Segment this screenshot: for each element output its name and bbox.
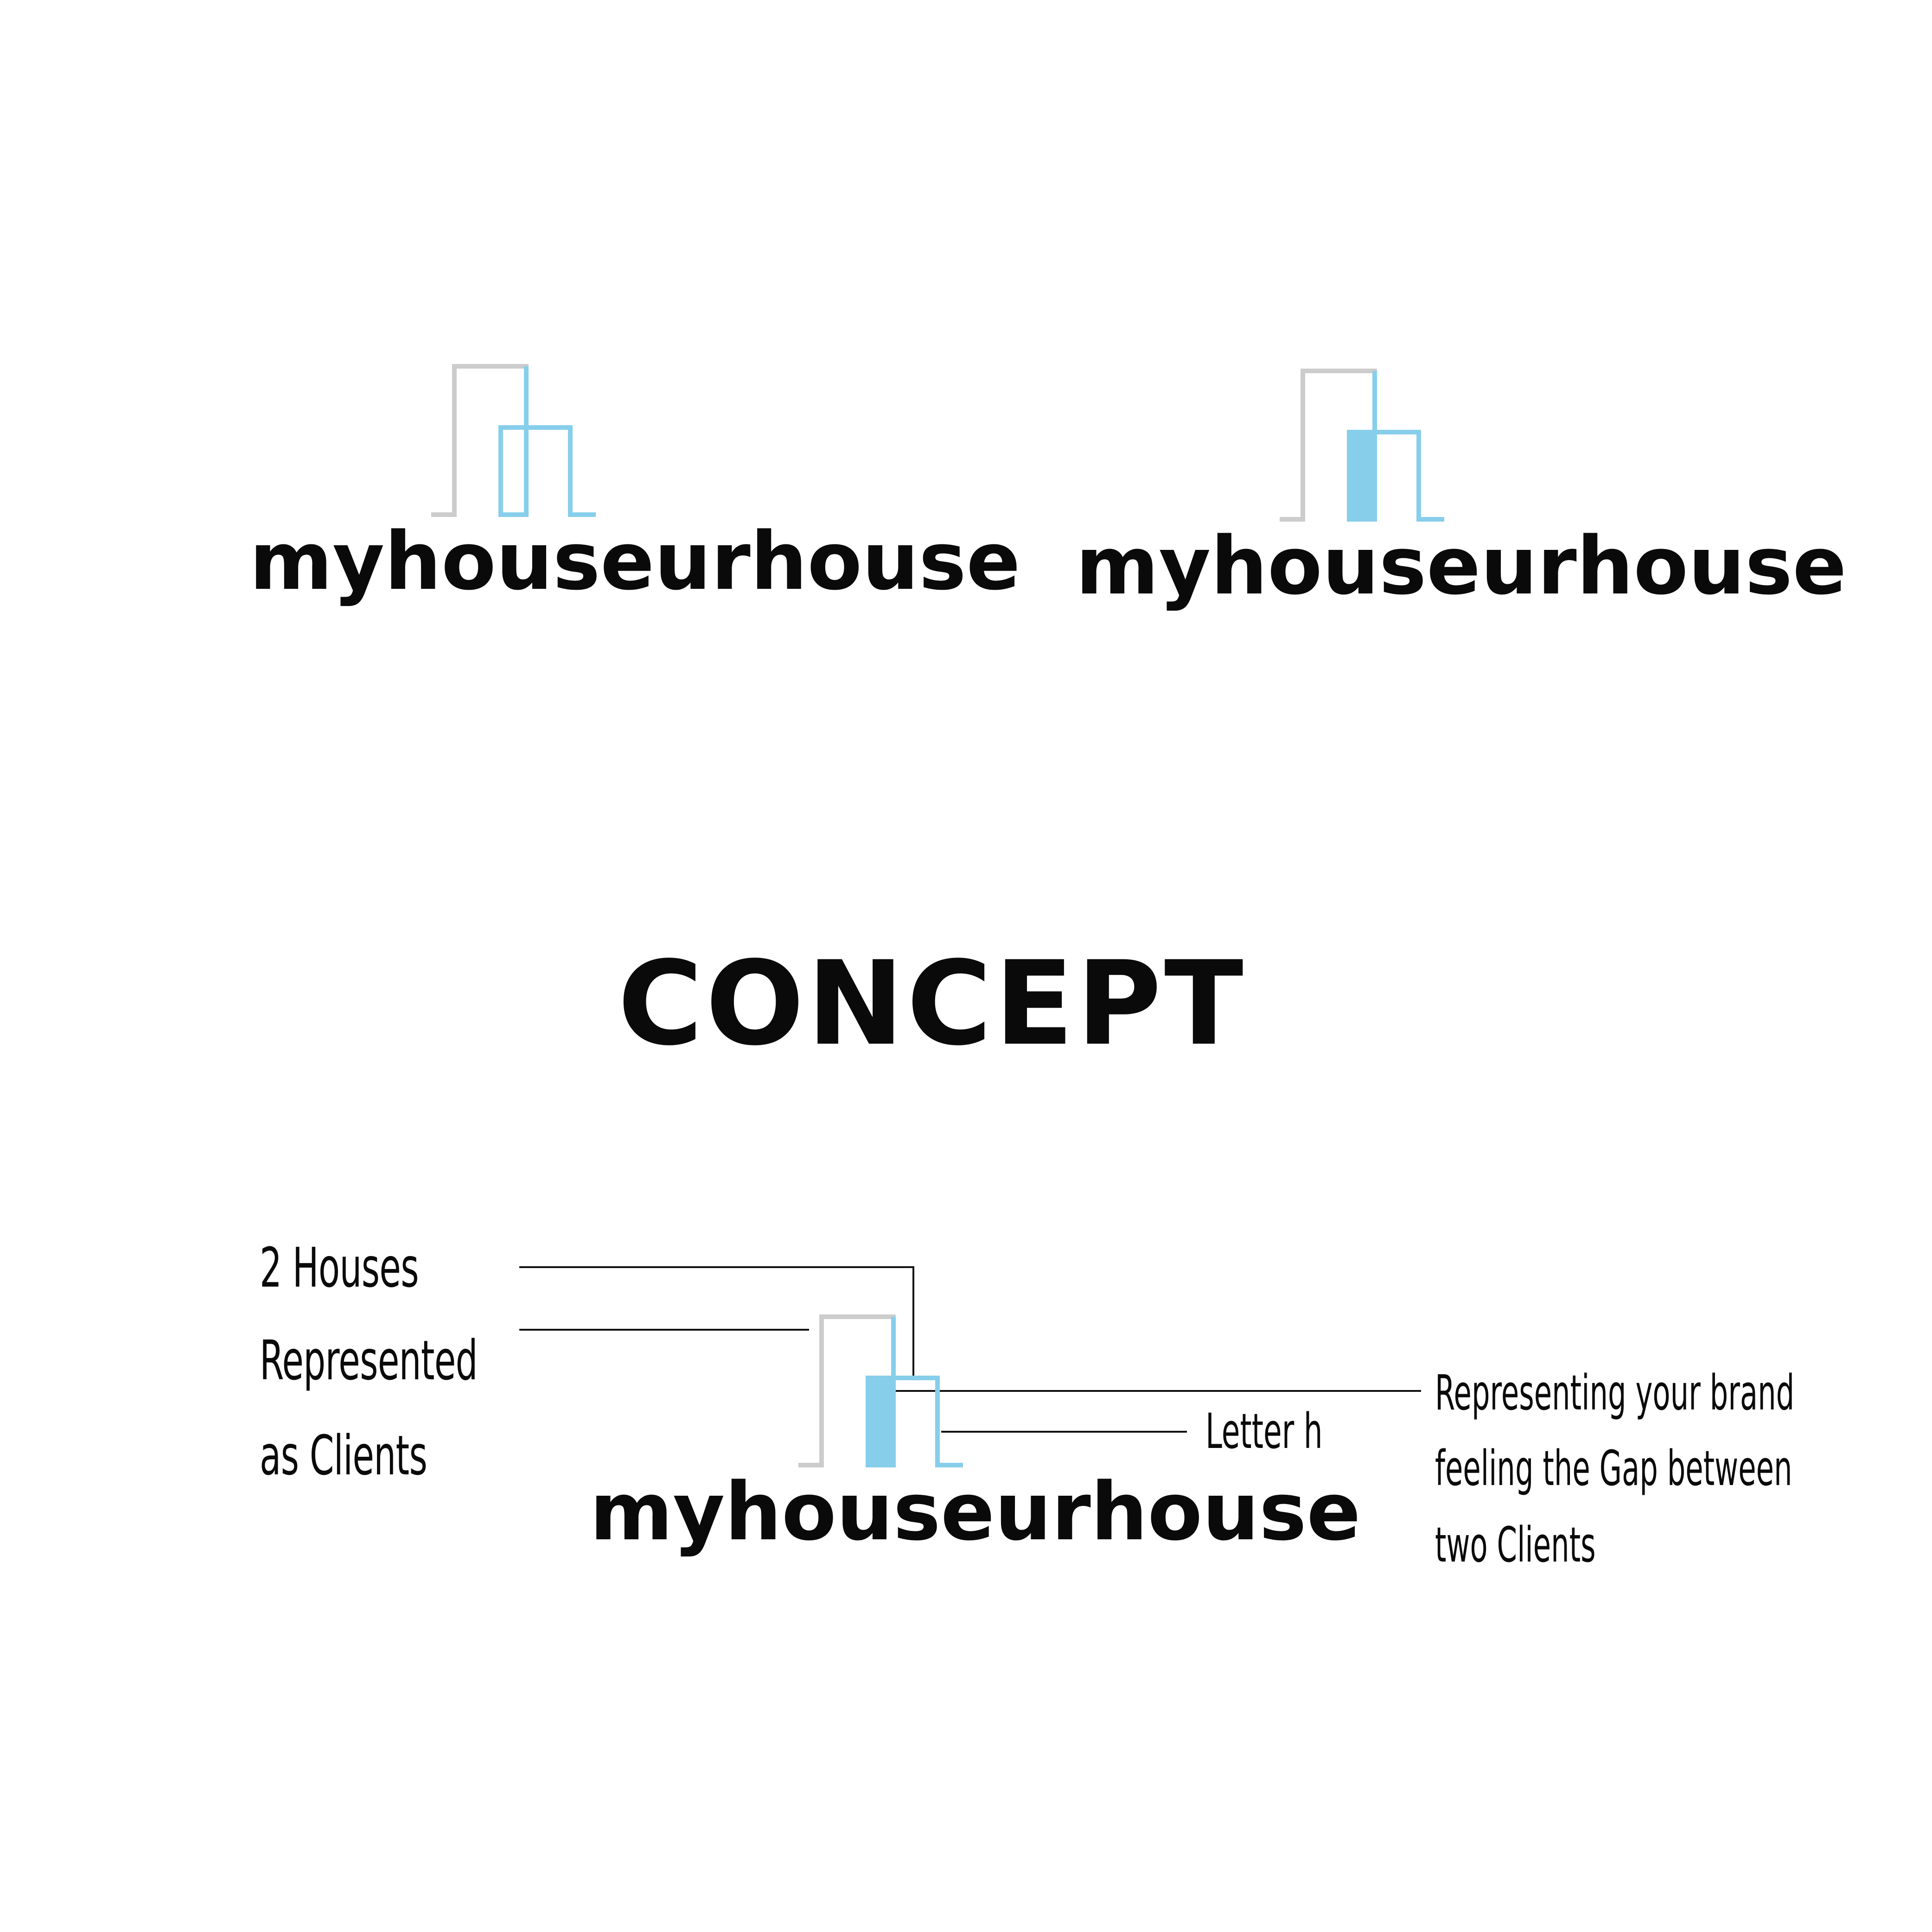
annotation-brand-line-3: two Clients <box>1435 1517 1596 1573</box>
concept-logo-mark <box>798 1314 963 1467</box>
leader-line-2-houses <box>519 1266 914 1379</box>
annotation-as-clients: as Clients <box>260 1423 427 1487</box>
logo-wordmark: myhouseurhouse <box>1076 519 1847 612</box>
logo-mark-filled <box>1280 369 1444 522</box>
annotation-2-houses: 2 Houses <box>260 1236 419 1300</box>
annotation-represented: Represented <box>260 1328 478 1392</box>
concept-title: CONCEPT <box>618 936 1246 1071</box>
blue-filled-gap <box>1349 432 1375 519</box>
blue-house-outline <box>866 1317 963 1467</box>
annotation-brand-line-2: feeling the Gap between <box>1435 1440 1792 1497</box>
annotation-brand-line-1: Representing your brand <box>1435 1365 1795 1421</box>
logo-mark-outline <box>431 364 596 517</box>
annotation-letter-h: Letter h <box>1205 1403 1323 1460</box>
concept-wordmark: myhouseurhouse <box>590 1465 1361 1558</box>
blue-filled-gap <box>868 1378 893 1465</box>
blue-house-outline <box>498 366 596 517</box>
blue-house-outline <box>1347 371 1444 522</box>
logo-wordmark: myhouseurhouse <box>249 515 1020 608</box>
